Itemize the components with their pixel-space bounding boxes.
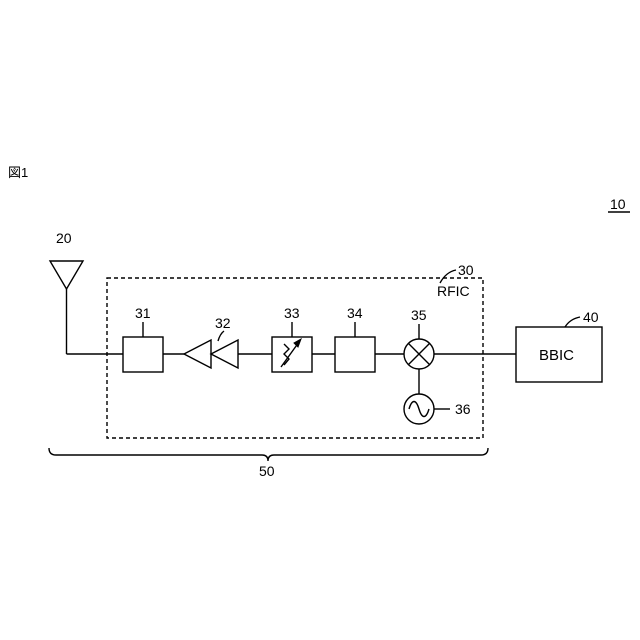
block-32: 32 [184,315,238,368]
bbic-ref-leader [565,317,580,327]
block-31: 31 [123,305,163,372]
bbic-ref: 40 [583,309,599,325]
amplifier-icon [184,340,211,368]
rfic-ref: 30 [458,262,474,278]
system-ref: 10 [608,196,630,212]
block-34-box [335,337,375,372]
block-34-ref: 34 [347,305,363,321]
antenna: 20 [50,230,123,354]
block-33: 33 [272,305,312,372]
module-ref: 50 [259,463,275,479]
block-34: 34 [335,305,375,372]
system-ref-number: 10 [610,196,626,212]
block-31-ref: 31 [135,305,151,321]
antenna-icon [50,261,83,289]
bbic-name: BBIC [539,347,574,364]
bbic: BBIC 40 [516,309,602,382]
block-36: 36 [404,394,471,424]
block-35-ref: 35 [411,307,427,323]
amplifier-icon [211,340,238,368]
antenna-ref: 20 [56,230,72,246]
module-brace [49,448,488,461]
block-36-ref: 36 [455,401,471,417]
rfic-name: RFIC [437,283,470,299]
block-35: 35 [404,307,434,369]
module-50: 50 [49,448,488,479]
rfic-ref-leader [440,270,456,283]
block-33-box [272,337,312,372]
figure-label: 図1 [8,165,28,180]
block-32-ref: 32 [215,315,231,331]
block-31-box [123,337,163,372]
block-33-ref: 33 [284,305,300,321]
block-32-leader [218,331,224,341]
